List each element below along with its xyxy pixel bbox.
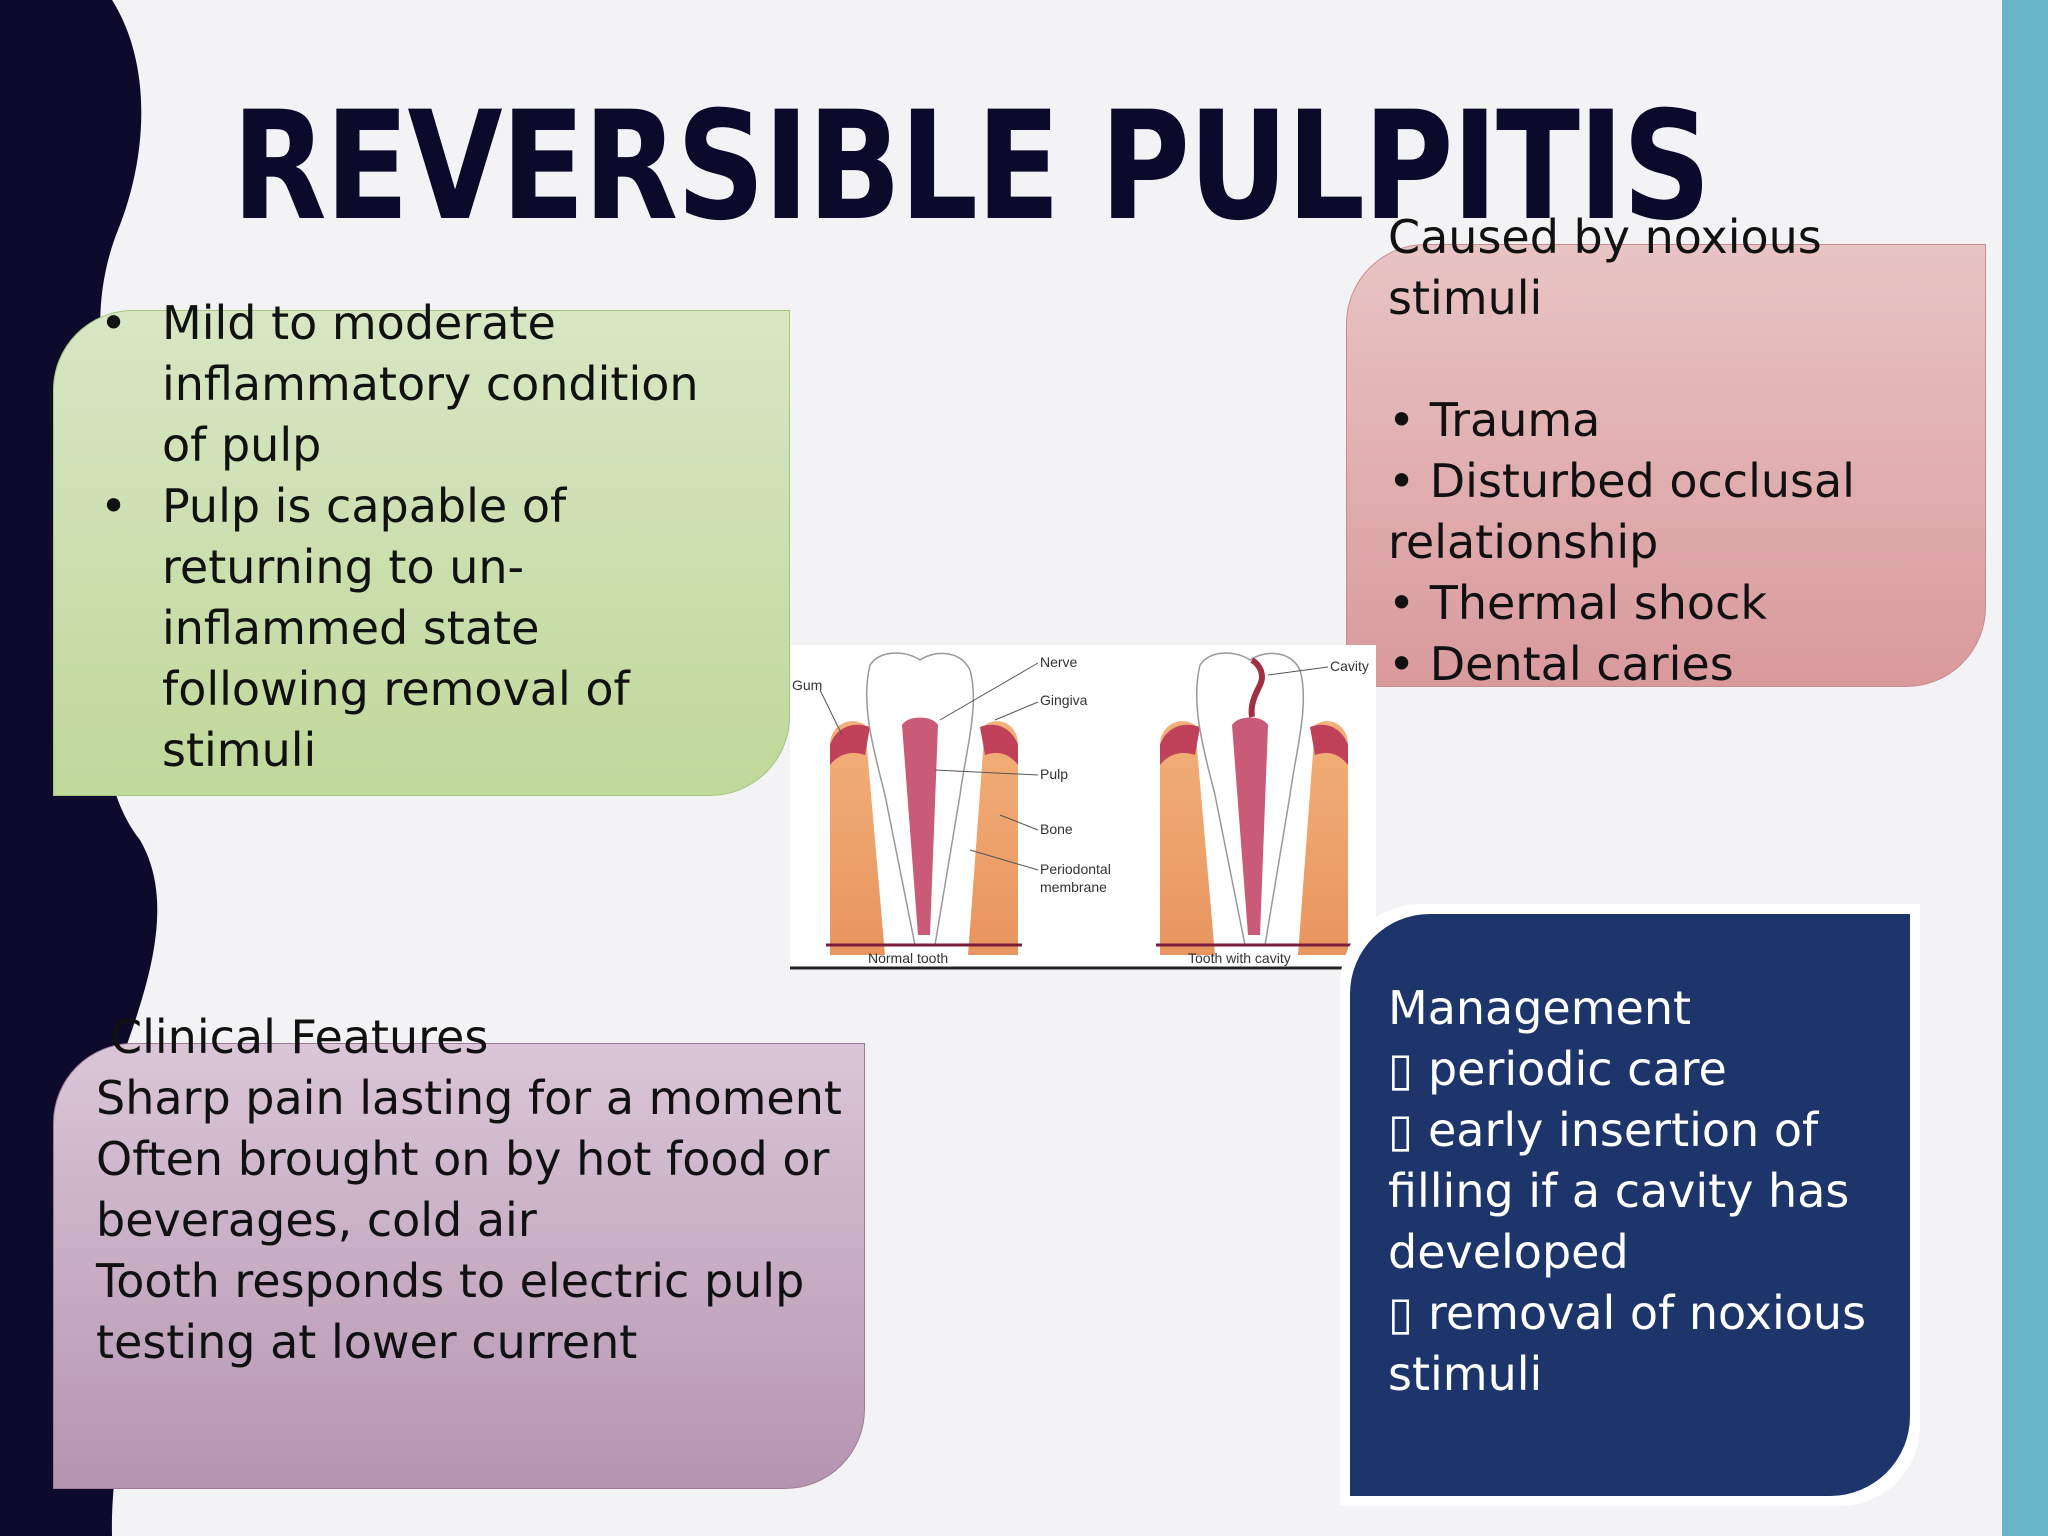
definition-item: Mild to moderate inflammatory condition … [90,293,750,476]
right-accent-bar [2002,0,2048,1536]
causes-box [1346,244,1986,687]
clinical-features-heading: Clinical Features [110,1010,489,1064]
label-bone: Bone [1040,821,1073,837]
causes-list: • Trauma • Disturbed occlusal relationsh… [1388,390,1968,695]
label-pulp: Pulp [1040,766,1068,782]
management-item: ▯ early insertion of filling if a cavity… [1388,1103,1850,1279]
management-box [1350,914,1910,1496]
management-heading: Management [1388,981,1692,1035]
clinical-features-content: Clinical Features Sharp pain lasting for… [96,1007,856,1373]
missing-glyph-icon: ▯ [1388,1286,1414,1340]
missing-glyph-icon: ▯ [1388,1103,1414,1157]
cause-item: • Dental caries [1388,637,1734,691]
clinical-feature-line: Tooth responds to electric pulp testing … [96,1254,805,1369]
cause-item: • Disturbed occlusal relationship [1388,454,1855,569]
definition-list: Mild to moderate inflammatory condition … [90,293,750,781]
label-gingiva: Gingiva [1040,692,1088,708]
tooth-diagram: Gum Nerve Gingiva Pulp Bone Periodontal … [790,645,1376,970]
management-content: Management ▯ periodic care ▯ early inser… [1388,978,1908,1405]
caption-tooth-with-cavity: Tooth with cavity [1188,950,1291,966]
label-nerve: Nerve [1040,654,1078,670]
management-item: ▯ removal of noxious stimuli [1388,1286,1867,1401]
management-item: ▯ periodic care [1388,1042,1727,1096]
label-membrane: membrane [1040,879,1107,895]
definition-item: Pulp is capable of returning to un-infla… [90,476,750,781]
clinical-feature-line: Often brought on by hot food or beverage… [96,1132,830,1247]
cause-item: • Thermal shock [1388,576,1768,630]
slide-title: REVERSIBLE PULPITIS [232,80,1711,254]
clinical-features-box [53,1043,865,1489]
causes-content: Caused by noxious stimuli • Trauma • Dis… [1388,207,1968,695]
label-gum: Gum [792,677,822,693]
clinical-feature-line: Sharp pain lasting for a moment [96,1071,842,1125]
label-periodontal: Periodontal [1040,861,1111,877]
caption-normal-tooth: Normal tooth [868,950,948,966]
tooth-diagram-illustration: Gum Nerve Gingiva Pulp Bone Periodontal … [790,652,1376,970]
label-cavity: Cavity [1330,658,1369,674]
causes-heading: Caused by noxious stimuli [1388,210,1822,325]
missing-glyph-icon: ▯ [1388,1042,1414,1096]
tooth-with-cavity [1156,652,1352,955]
cause-item: • Trauma [1388,393,1601,447]
normal-tooth [826,652,1022,955]
